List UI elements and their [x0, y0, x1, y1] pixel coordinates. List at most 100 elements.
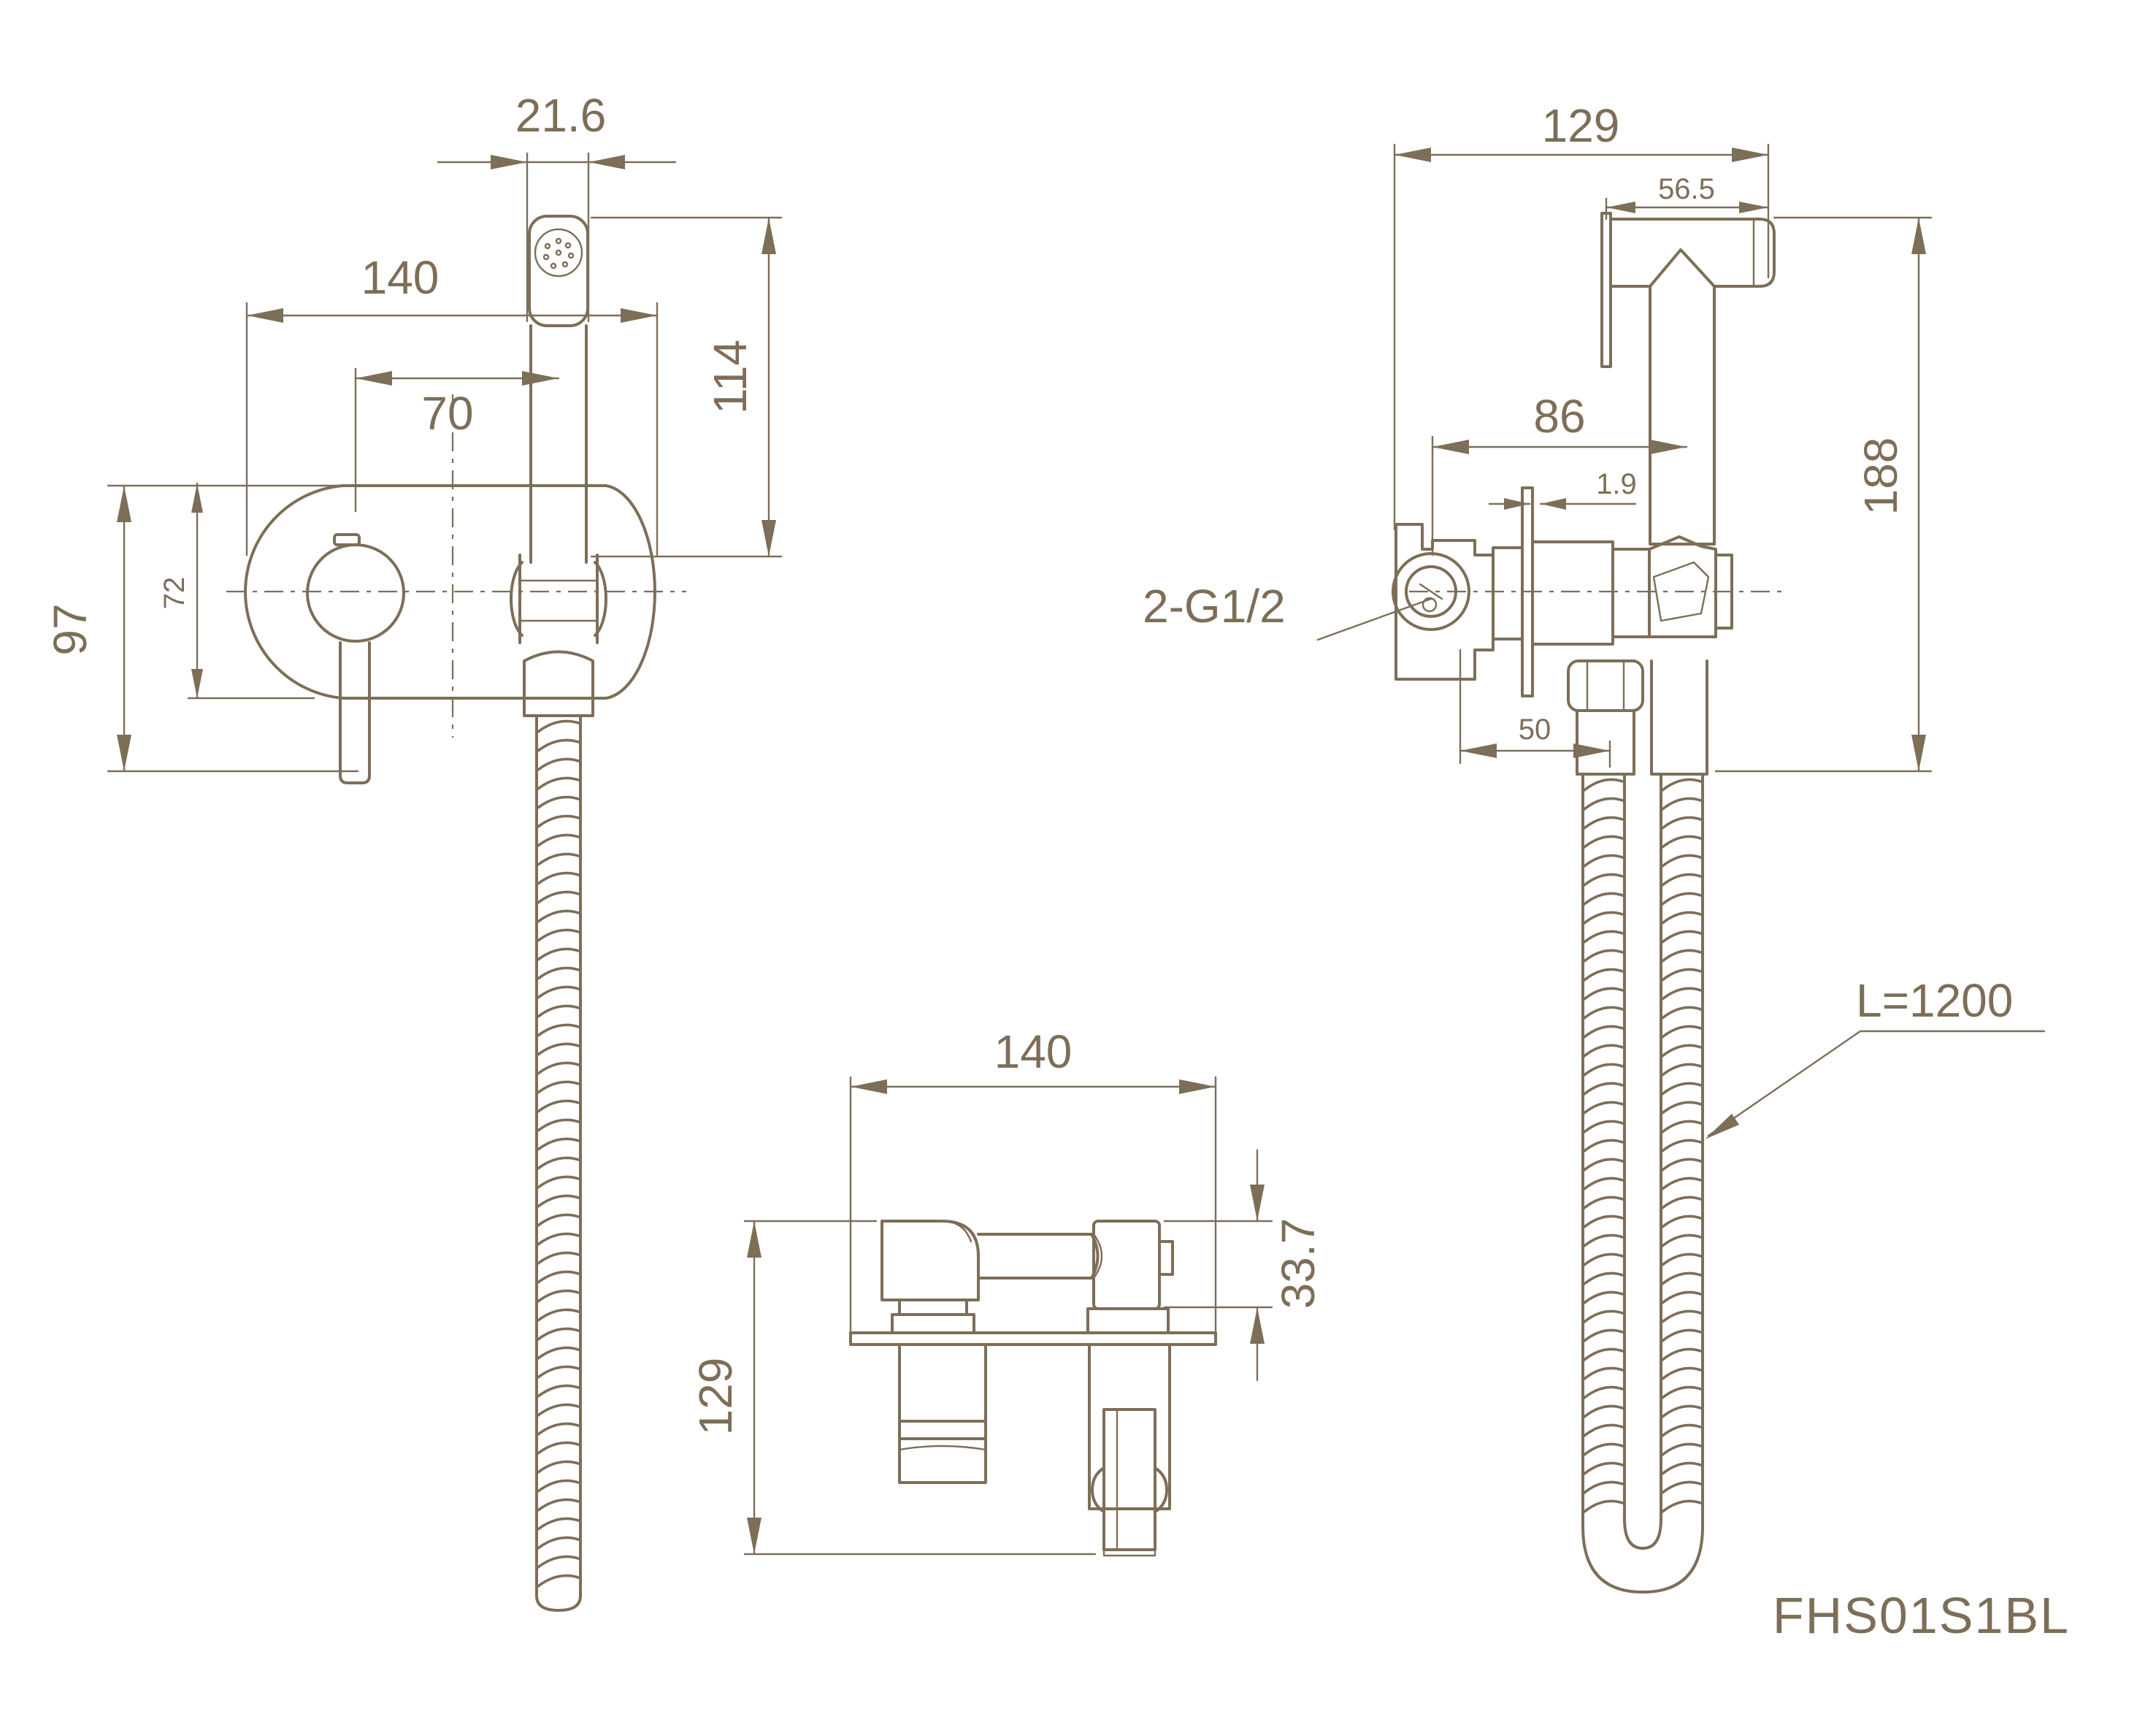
dim-body-offset: 50: [1519, 714, 1551, 746]
hose-braid-stroke: [538, 797, 579, 807]
hose-braid-stroke: [538, 1252, 579, 1263]
hose-braid-stroke: [538, 1423, 579, 1434]
hose-braid-stroke: [1584, 836, 1623, 846]
hose-braid-stroke: [1584, 950, 1623, 960]
hose-braid-stroke: [1584, 1387, 1623, 1397]
dim-head-width: 56.5: [1658, 173, 1715, 205]
hose-braid-stroke: [1584, 1425, 1623, 1435]
hose-braid-stroke: [538, 968, 579, 978]
hose-braid-stroke: [1662, 1045, 1701, 1055]
hose-braid-stroke: [538, 892, 579, 902]
hose-braid-stroke: [1662, 1425, 1701, 1435]
hose-braid-stroke: [1662, 988, 1701, 998]
dim-total-height: 188: [1854, 437, 1907, 516]
hose-braid-stroke: [1584, 1463, 1623, 1473]
dim-plate-gap: 1.9: [1596, 468, 1637, 500]
hose-braid-stroke: [1662, 1368, 1701, 1378]
hose-braid-stroke: [1584, 1292, 1623, 1302]
hose-braid-stroke: [538, 911, 579, 921]
hose-braid-stroke: [1662, 1482, 1701, 1492]
side-view: 129 56.5 188 86 1.9: [1143, 99, 2044, 1592]
hose-braid-stroke: [1584, 1482, 1623, 1492]
hose-braid-stroke: [1584, 1102, 1623, 1112]
hose-braid-stroke: [1584, 1235, 1623, 1245]
hose-braid-stroke: [538, 1215, 579, 1225]
dim-top-depth: 129: [689, 1358, 742, 1436]
hose-braid-stroke: [1662, 1178, 1701, 1188]
hose-braid-stroke: [1584, 1311, 1623, 1321]
model-code: FHS01S1BL: [1773, 1587, 2070, 1644]
hose-braid-stroke: [1662, 893, 1701, 903]
hose-braid-stroke: [538, 778, 579, 788]
hose-braid-stroke: [1584, 1026, 1623, 1036]
hose-front-pattern: [538, 721, 579, 1586]
dim-plate-height: 97: [44, 603, 96, 655]
hose-braid-stroke: [538, 1385, 579, 1396]
hose-braid-stroke: [1662, 969, 1701, 979]
hose-braid-stroke: [1584, 779, 1623, 789]
hose-braid-stroke: [1584, 1216, 1623, 1226]
hose-braid-stroke: [538, 1328, 579, 1339]
hose-braid-stroke: [538, 1442, 579, 1453]
hose-braid-stroke: [1662, 1501, 1701, 1511]
hose-braid-stroke: [1584, 1349, 1623, 1359]
hose-braid-stroke: [1662, 1064, 1701, 1074]
hose-braid-stroke: [1584, 1444, 1623, 1454]
hose-braid-stroke: [538, 1480, 579, 1491]
hose-braid-stroke: [538, 1101, 579, 1111]
dim-mid-depth: 86: [1533, 390, 1585, 443]
hose-braid-stroke: [538, 816, 579, 826]
hose-braid-stroke: [1584, 874, 1623, 884]
hose-braid-stroke: [1662, 1083, 1701, 1093]
hose-braid-stroke: [1662, 1102, 1701, 1112]
hose-braid-stroke: [1662, 1235, 1701, 1245]
hose-braid-stroke: [1662, 1349, 1701, 1359]
hose-braid-stroke: [1584, 817, 1623, 827]
top-view: 140 33.7 129: [689, 1025, 1324, 1556]
hose-braid-stroke: [1662, 1444, 1701, 1454]
hose-braid-stroke: [538, 1196, 579, 1206]
hose-braid-stroke: [1584, 798, 1623, 808]
hose-braid-stroke: [1662, 1292, 1701, 1302]
hose-braid-stroke: [538, 987, 579, 997]
hose-braid-stroke: [538, 1233, 579, 1244]
hose-braid-stroke: [538, 1556, 579, 1567]
hose-braid-stroke: [1584, 855, 1623, 865]
hose-braid-stroke: [538, 1271, 579, 1282]
dim-total-width: 140: [361, 251, 440, 304]
dim-holder-height: 114: [704, 340, 756, 414]
hose-braid-stroke: [1662, 836, 1701, 846]
hose-braid-stroke: [1584, 1501, 1623, 1511]
hose-braid-stroke: [538, 1120, 579, 1130]
hose-braid-stroke: [1584, 912, 1623, 922]
hose-braid-stroke: [538, 1537, 579, 1548]
hose-braid-stroke: [1584, 969, 1623, 979]
hose-braid-stroke: [1584, 1140, 1623, 1150]
hose-braid-stroke: [1584, 1368, 1623, 1378]
hose-braid-stroke: [538, 740, 579, 750]
hose-braid-stroke: [1662, 1197, 1701, 1207]
dim-nozzle-width: 21.6: [515, 89, 607, 142]
hose-braid-stroke: [538, 835, 579, 845]
spray-holes: [544, 239, 573, 268]
hose-braid-stroke: [1662, 817, 1701, 827]
hose-braid-stroke: [538, 1006, 579, 1016]
hose-braid-stroke: [538, 1139, 579, 1149]
hose-braid-stroke: [538, 873, 579, 883]
hose-braid-stroke: [538, 721, 579, 731]
hose-length-label: L=1200: [1856, 974, 2013, 1027]
hose-braid-stroke: [538, 1044, 579, 1054]
thread-label: 2-G1/2: [1143, 580, 1286, 632]
hose-braid-stroke: [1662, 1387, 1701, 1397]
hose-braid-stroke: [1662, 912, 1701, 922]
hose-braid-stroke: [1584, 1045, 1623, 1055]
dim-total-depth: 129: [1542, 99, 1620, 152]
hose-braid-stroke: [1584, 1007, 1623, 1017]
hose-braid-stroke: [538, 1518, 579, 1529]
hose-braid-stroke: [1662, 931, 1701, 941]
hose-braid-stroke: [1662, 1311, 1701, 1321]
hose-braid-stroke: [1662, 1121, 1701, 1131]
dim-top-width: 140: [994, 1025, 1073, 1078]
hose-braid-stroke: [1662, 1463, 1701, 1473]
dim-inner-height: 72: [158, 577, 191, 610]
